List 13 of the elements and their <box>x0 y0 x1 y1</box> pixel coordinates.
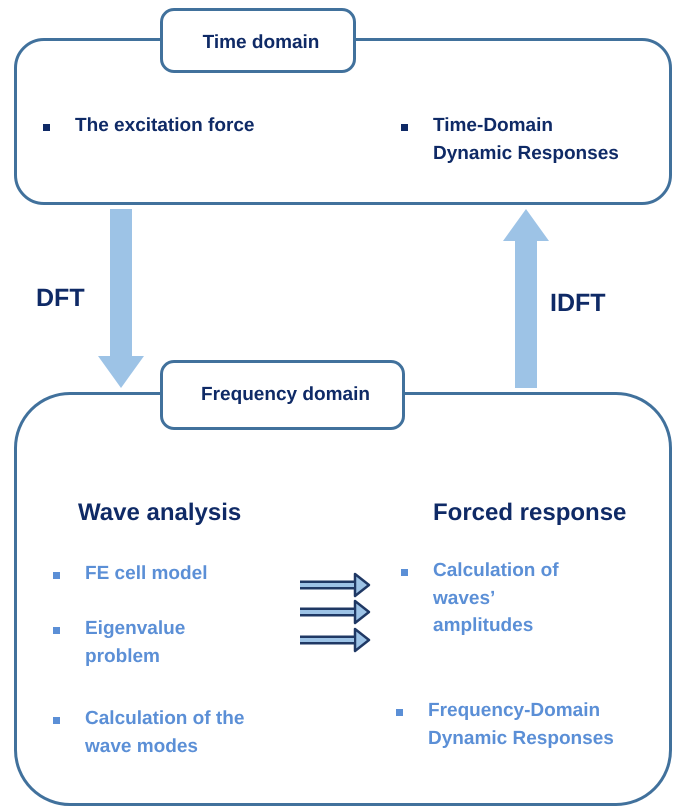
tab-label-box <box>160 8 356 73</box>
bullet-text: The excitation force <box>75 114 256 138</box>
bullet-text: FE cell model <box>85 562 208 586</box>
bullet-text: Calculation of the wave modes <box>85 707 246 759</box>
domain-title: Time domain <box>202 31 320 55</box>
section-heading: Forced response <box>433 498 626 528</box>
bullet-text: Time-Domain Dynamic Responses <box>433 114 620 166</box>
section-heading: Wave analysis <box>78 498 242 528</box>
domain-title: Frequency domain <box>200 383 371 407</box>
bullet-text: Calculation of waves’ amplitudes <box>433 559 560 638</box>
tab-label-box <box>160 360 405 430</box>
bullet-text: Eigenvalue problem <box>85 617 186 669</box>
bullet-text: Frequency-Domain Dynamic Responses <box>428 699 615 751</box>
